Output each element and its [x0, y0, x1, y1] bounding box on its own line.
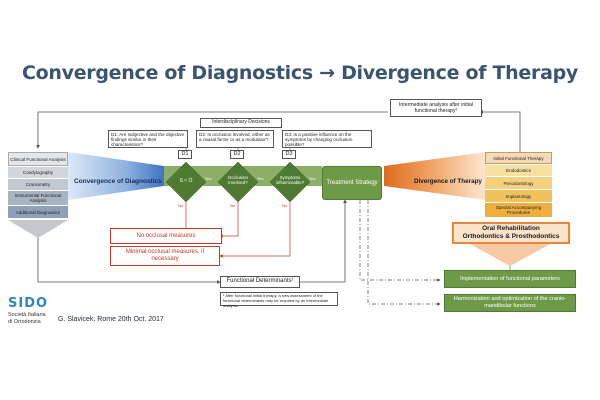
yes-label-d2: Yes — [257, 176, 264, 181]
determinants-up-line — [300, 199, 347, 283]
right-item-periodontology: Periodontology — [485, 177, 552, 189]
left-item-additional: Additional Diagnostics — [8, 206, 68, 218]
divergence-label: Divergence of Therapy — [414, 178, 482, 185]
no-label-d1: No — [178, 203, 184, 208]
diamond-d3-label: Symptoms influenceable? — [275, 175, 305, 185]
dashdot-line-1 — [359, 200, 441, 282]
yes-label-d1: Yes — [205, 176, 212, 181]
implementation-box: Implementation of functional parameters — [444, 270, 576, 288]
diamond-d1-label: S ≈ O — [179, 178, 193, 184]
no-label-d3: No — [282, 203, 288, 208]
author-line: G. Slavicek, Rome 20th Oct. 2017 — [58, 316, 164, 323]
convergence-label: Convergence of Diagnostics — [74, 178, 162, 185]
functional-determinants-box: Functional Determinants¹ — [220, 276, 300, 288]
question-d3: D3: Is a positive influence on the sympt… — [282, 130, 372, 148]
decision-label-d1: D1 — [178, 150, 192, 159]
diamond-d3 — [269, 161, 310, 203]
determinants-line — [37, 236, 221, 284]
convergence-funnel — [68, 152, 164, 200]
minimal-occlusal-box: Minimal occlusal measures, if necessary — [110, 246, 220, 266]
interdisciplinary-box: Interdisciplinary Decisions — [200, 118, 282, 128]
oral-rehab-box: Oral Rehabilitation Orthodontics & Prost… — [452, 222, 570, 244]
left-item-condylography: Condylography — [8, 167, 68, 178]
question-d1: D1: Are subjective and the objective fin… — [108, 130, 188, 148]
left-header: Clinical Functional Analysis — [8, 152, 68, 166]
right-item-endodontics: Endodontics — [485, 165, 552, 176]
diamond-d1 — [165, 161, 207, 203]
rehab-arrow-shape — [470, 244, 550, 266]
diamond-d2-label: Occlusion involved? — [227, 175, 249, 185]
decision-label-d2: D2 — [230, 150, 244, 159]
loop-line-left — [36, 111, 388, 149]
question-d2: D2: Is occlusion involved, either as a c… — [196, 130, 274, 148]
intermediate-analysis-box: Intermediate analysis after initial func… — [390, 99, 482, 117]
left-down-arrow — [8, 220, 68, 238]
no-line-d3 — [219, 200, 291, 258]
no-label-d2: No — [230, 203, 236, 208]
left-item-craniometry: Craniometry — [8, 179, 68, 190]
footnote-box: ¹ After functional initial therapy, a ne… — [220, 292, 338, 307]
right-item-implantology: Implantology — [485, 190, 552, 202]
decision-label-d3: D3 — [282, 150, 296, 159]
left-item-instrumental: Instrumental Functional Analysis — [8, 191, 68, 205]
decision-diamonds — [165, 161, 310, 203]
treatment-strategy-box: Treatment Strategy — [322, 166, 382, 200]
diamond-d2 — [217, 161, 259, 203]
no-occlusal-box: No occlusal measures — [110, 228, 222, 244]
sido-logo: SIDO — [8, 296, 49, 311]
right-item-special: Special Accompanying Procedures — [485, 203, 552, 217]
divergence-funnel — [384, 152, 486, 200]
right-header: Initial Functional Therapy — [485, 152, 552, 164]
logo-subtitle: Società Italiana di Ortodonzia — [8, 312, 46, 325]
yes-label-d3: Yes — [309, 176, 316, 181]
no-line-d2 — [219, 200, 239, 238]
loop-line-right — [479, 110, 521, 152]
dashdot-line-2 — [367, 200, 441, 306]
page-title: Convergence of Diagnostics → Divergence … — [22, 62, 578, 84]
harmonization-box: Harmonization and optimization of the cr… — [444, 294, 576, 312]
